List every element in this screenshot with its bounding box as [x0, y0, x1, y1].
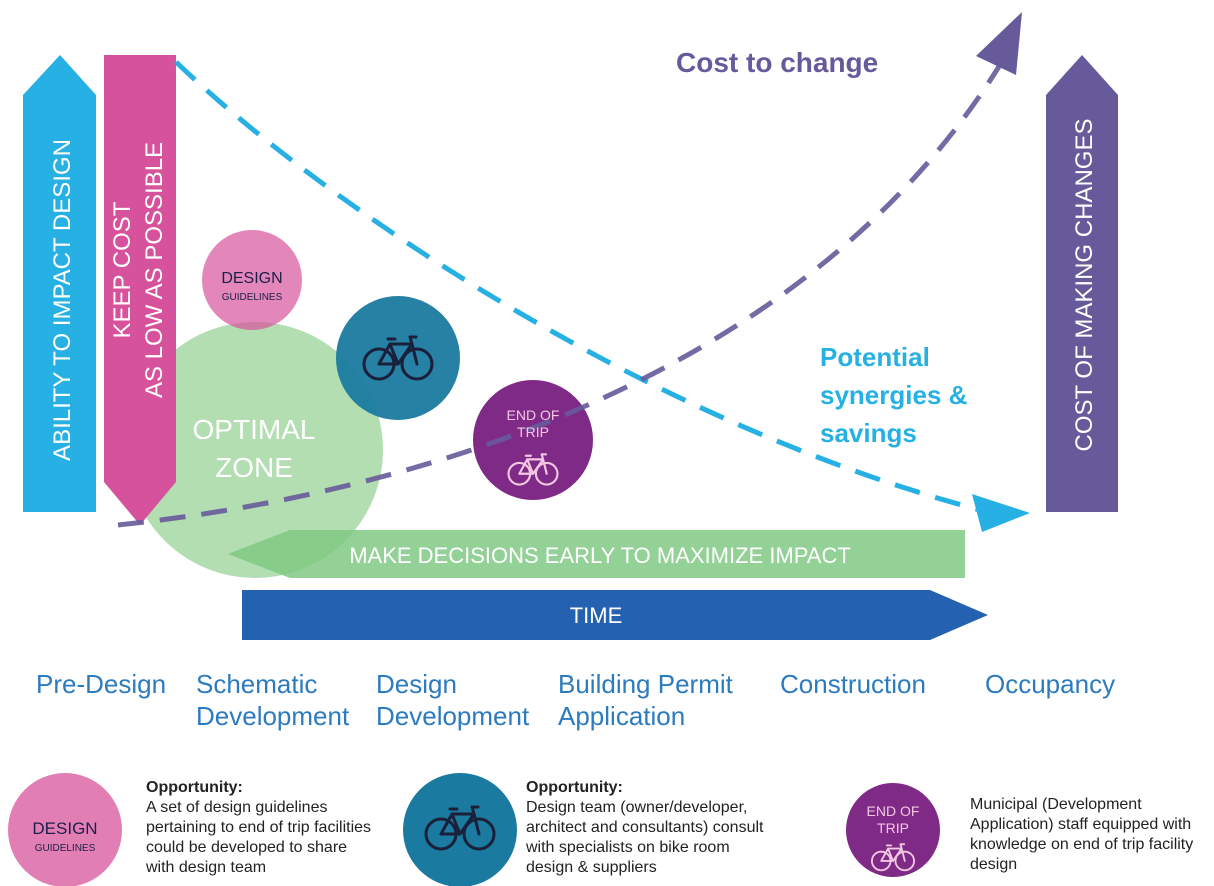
phase-line1: Construction [780, 669, 926, 699]
keep-cost-arrow [104, 55, 176, 525]
cost-curve [117, 58, 1006, 528]
phase-line1: Occupancy [985, 669, 1116, 699]
ability-label: ABILITY TO IMPACT DESIGN [49, 139, 76, 461]
legend-design-circle [8, 773, 122, 886]
phase-line2: Development [196, 701, 350, 731]
legend-design-label-line2: GUIDELINES [35, 843, 96, 854]
legend-end-label-line1: END OF [867, 803, 920, 819]
cost-of-changes-label: COST OF MAKING CHANGES [1071, 119, 1098, 452]
phase-schematic-development: Schematic Development [196, 668, 349, 732]
design-label-line1: DESIGN [221, 270, 282, 287]
keep-cost-label-line1: KEEP COST [109, 201, 136, 338]
synergies-label-line1: Potential [820, 342, 930, 372]
design-label-line2: GUIDELINES [222, 292, 283, 303]
opportunity-text: Municipal (Development Application) staf… [970, 796, 1194, 873]
decisions-label: MAKE DECISIONS EARLY TO MAXIMIZE IMPACT [349, 543, 851, 568]
phase-line2: Development [376, 701, 530, 731]
opportunity-text: A set of design guidelines pertaining to… [146, 799, 372, 876]
ability-curve [174, 60, 981, 513]
phase-building-permit: Building Permit Application [558, 668, 733, 732]
optimal-zone-circle [127, 322, 383, 578]
ability-curve-arrowhead [972, 494, 1030, 532]
phase-construction: Construction [780, 668, 926, 700]
phase-line2: Application [558, 701, 686, 731]
opportunity-title: Opportunity: [146, 779, 243, 796]
legend-text-municipal: Municipal (Development Application) staf… [970, 795, 1202, 875]
legend-end-label-line2: TRIP [877, 820, 909, 836]
phase-line1: Building Permit [558, 669, 733, 699]
synergies-label-line3: savings [820, 418, 917, 448]
end-label-line1: END OF [507, 407, 560, 423]
keep-cost-label-line2: AS LOW AS POSSIBLE [141, 142, 168, 398]
bike-circle [336, 296, 460, 420]
legend-end-circle [846, 783, 940, 877]
cost-to-change-label: Cost to change [676, 47, 878, 78]
phase-pre-design: Pre-Design [36, 668, 166, 700]
opportunity-title: Opportunity: [526, 779, 623, 796]
phase-line1: Pre-Design [36, 669, 167, 699]
end-of-trip-circle [473, 380, 593, 500]
legend-text-design-team: Opportunity: Design team (owner/develope… [526, 778, 766, 878]
legend-bike-circle [403, 773, 517, 886]
cost-of-changes-arrow [1046, 55, 1118, 512]
phase-line1: Design [376, 669, 457, 699]
opportunity-text: Design team (owner/developer, architect … [526, 799, 764, 876]
legend-design-label-line1: DESIGN [32, 819, 97, 838]
optimal-label-line1: OPTIMAL [193, 414, 316, 445]
time-label: TIME [570, 603, 623, 628]
cost-curve-arrowhead [976, 12, 1022, 75]
decisions-arrow [228, 530, 965, 578]
phase-line1: Schematic [196, 669, 318, 699]
optimal-label-line2: ZONE [215, 452, 293, 483]
ability-arrow [23, 55, 96, 512]
time-arrow [242, 590, 988, 640]
phase-design-development: Design Development [376, 668, 529, 732]
synergies-label-line2: synergies & [820, 380, 967, 410]
legend-text-design-guidelines: Opportunity: A set of design guidelines … [146, 778, 374, 878]
end-label-line2: TRIP [517, 424, 549, 440]
phase-occupancy: Occupancy [985, 668, 1115, 700]
design-guidelines-circle [202, 230, 302, 330]
